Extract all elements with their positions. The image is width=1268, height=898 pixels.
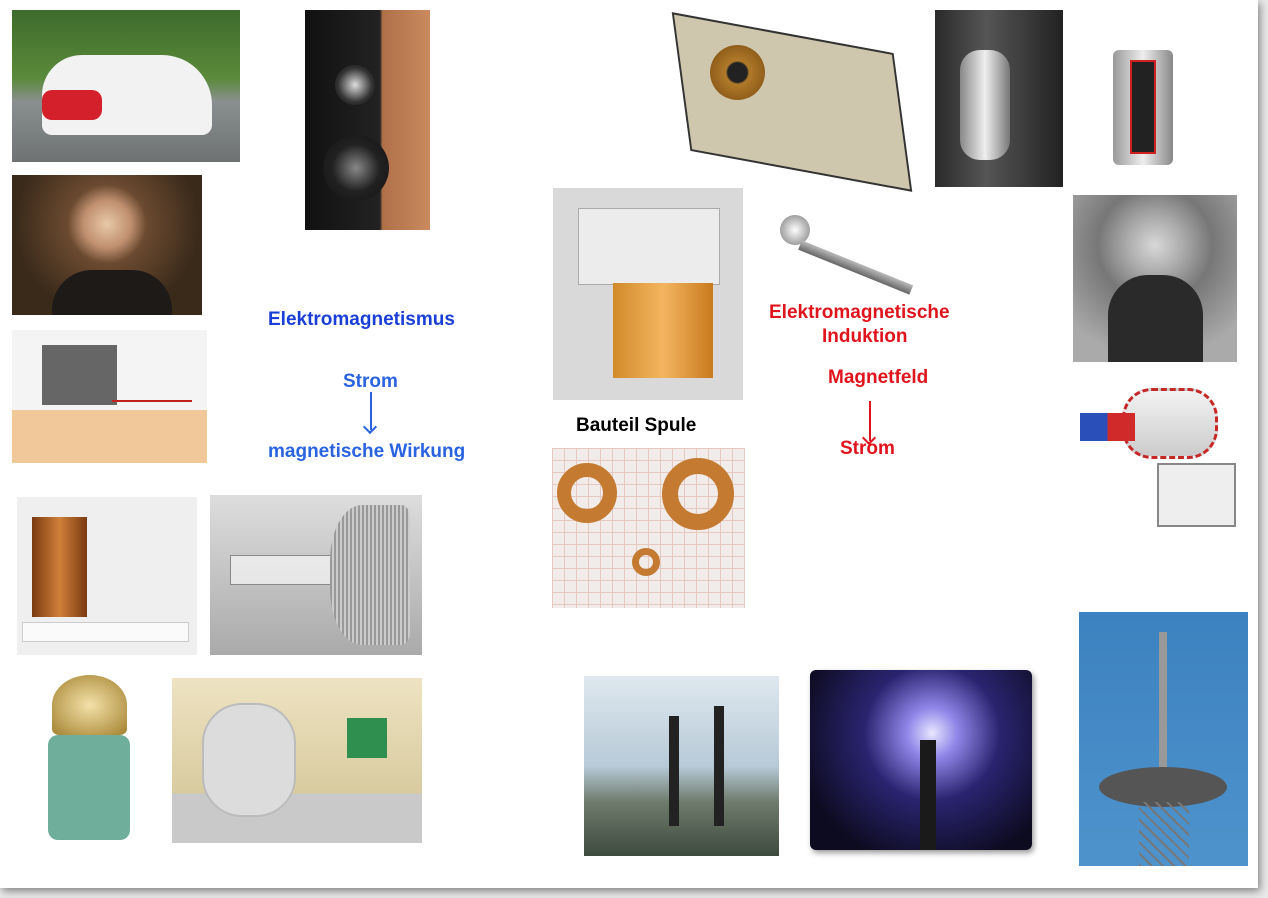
- right-cause-label: Magnetfeld: [828, 367, 929, 388]
- mri-scanner-photo: [172, 678, 422, 843]
- electric-car-photo: [12, 10, 240, 162]
- crt-tube-diagram: [210, 495, 422, 655]
- left-effect-label: magnetische Wirkung: [268, 441, 466, 462]
- elektromagnetismus-heading: Elektromagnetismus: [268, 309, 455, 330]
- ignition-coil-diagram: [1095, 30, 1190, 170]
- induktion-heading-line2: Induktion: [822, 326, 908, 347]
- loudspeaker-photo: [305, 10, 430, 230]
- microphone-diagram: [770, 195, 950, 300]
- electric-bell-photo: [40, 675, 135, 845]
- faraday-portrait: [1073, 195, 1237, 362]
- tesla-coil-photo: [810, 670, 1032, 850]
- induction-coil-magnet-diagram: [1072, 378, 1245, 533]
- oersted-portrait: [12, 175, 202, 315]
- down-arrow-icon: [869, 401, 871, 441]
- substation-transformers-photo: [584, 676, 779, 856]
- bauteil-spule-label: Bauteil Spule: [576, 415, 697, 436]
- crossover-board-photo: [660, 10, 920, 195]
- right-effect-label: Strom: [840, 438, 895, 459]
- electromagnet-experiment-photo: [12, 330, 207, 463]
- coil-1200-windings-photo: [553, 188, 743, 400]
- induktion-heading-line1: Elektromagnetische: [769, 302, 950, 323]
- toroid-coils-photo: [552, 448, 745, 608]
- left-cause-label: Strom: [343, 371, 398, 392]
- relay-photo: [17, 497, 197, 655]
- radio-tower-photo: [1079, 612, 1248, 866]
- down-arrow-icon: [370, 392, 372, 430]
- bicycle-dynamo-photo: [935, 10, 1063, 187]
